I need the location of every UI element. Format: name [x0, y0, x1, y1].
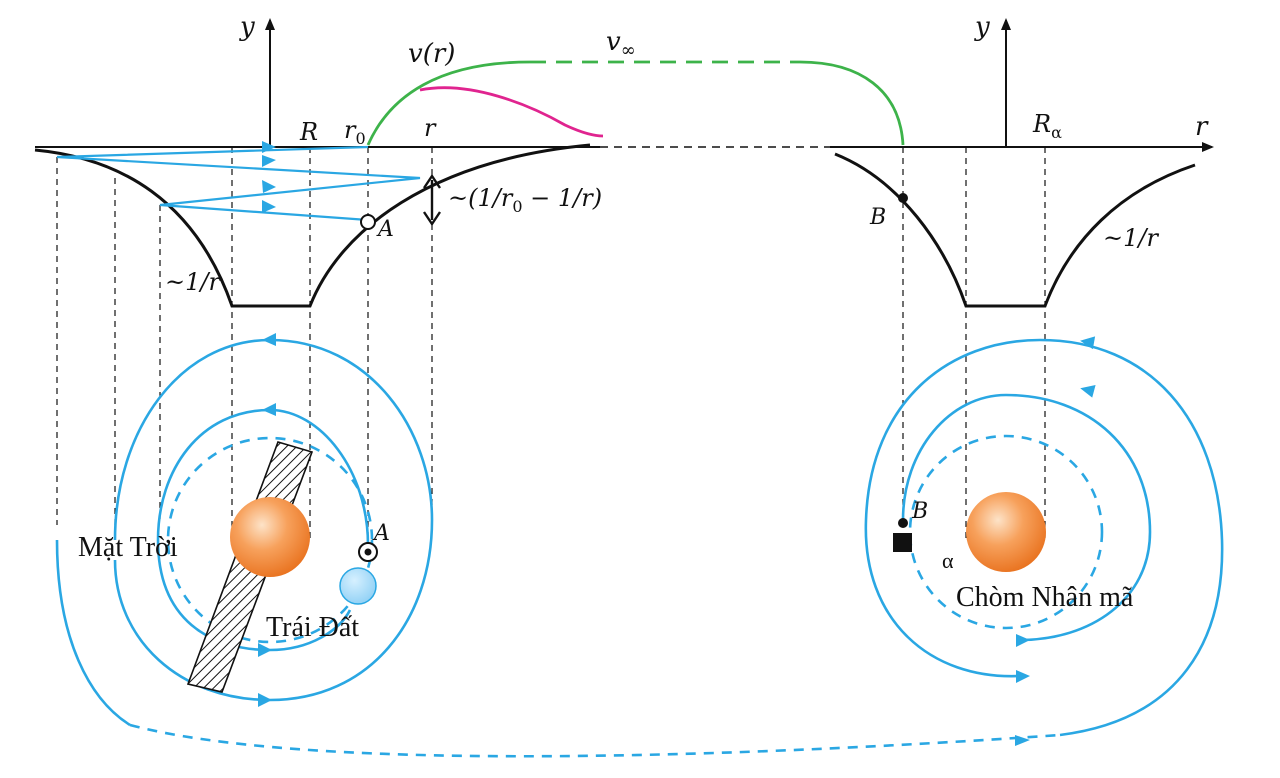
inverse-r-label-left: ~1/r — [165, 268, 221, 296]
point-B-label-top: B — [869, 205, 886, 230]
orbit-ring-2 — [156, 408, 370, 652]
star-orbits — [901, 336, 1152, 683]
point-A-label-bottom: A — [372, 521, 390, 546]
alpha-label: α — [942, 548, 954, 573]
earth-orbit-inner-dashed — [166, 436, 374, 644]
v-infinity-label: v∞ — [606, 27, 636, 61]
sun-potential-well — [34, 143, 591, 308]
labels: y y r R r0 r v(r) v∞ ~(1/r0 − 1/r) ~1/r … — [78, 12, 1209, 643]
earth-icon — [339, 567, 377, 605]
earth-label: Trái Đất — [266, 612, 359, 643]
velocity-curves — [366, 60, 905, 146]
axes — [35, 18, 1214, 152]
orbit-arrow — [258, 643, 272, 657]
sun-icon — [230, 497, 310, 577]
orbit-arrow — [1080, 385, 1096, 398]
sun-label: Mặt Trời — [78, 532, 178, 563]
orbit-arrow — [1015, 735, 1030, 746]
depth-formula-label: ~(1/r0 − 1/r) — [448, 184, 602, 216]
point-A-label-top: A — [376, 217, 394, 242]
r-mark-label: r — [424, 114, 437, 142]
star-orbit-inner-dashed — [908, 434, 1104, 630]
depth-double-arrow — [423, 173, 441, 227]
escape-rays — [56, 141, 421, 222]
orbit-ring-outer — [55, 539, 131, 727]
projection-lines — [56, 147, 1046, 540]
ray-arrow — [262, 155, 276, 167]
orbit-arrow — [258, 693, 272, 707]
observer-A-dot — [364, 548, 372, 556]
transfer-orbit-dashed — [129, 723, 1061, 758]
star-potential-well — [834, 152, 1196, 308]
observer-B-square — [893, 533, 912, 552]
r0-label: r0 — [344, 116, 366, 148]
v-r-label: v(r) — [408, 39, 455, 69]
point-B-label-bottom: B — [911, 499, 928, 524]
inverse-r-label-right: ~1/r — [1103, 224, 1159, 252]
y-axis-label-left: y — [239, 12, 255, 42]
orbit-arrow — [262, 333, 276, 346]
star-alpha-icon — [966, 492, 1046, 572]
orbit-arrow — [1080, 336, 1096, 350]
observer-B-dot — [898, 518, 908, 528]
R-alpha-label: Rα — [1032, 110, 1062, 142]
ray-path — [56, 145, 421, 222]
r-axis-label: r — [1195, 112, 1209, 142]
ray-arrow — [262, 141, 276, 153]
green-velocity-curve — [366, 60, 531, 146]
R-label: R — [299, 118, 318, 146]
green-velocity-curve-right — [799, 60, 905, 146]
ray-arrow — [262, 180, 276, 193]
point-B-marker — [898, 193, 908, 203]
point-A-marker — [360, 214, 376, 230]
orbit-arrow — [262, 403, 276, 416]
star-orbit-ring-2 — [901, 393, 1152, 642]
ray-arrow — [262, 200, 276, 213]
centaurus-label: Chòm Nhân mã — [956, 582, 1134, 613]
magenta-velocity-curve — [419, 86, 604, 138]
orbit-arrow — [1016, 634, 1030, 647]
transfer-orbit-right — [864, 338, 1224, 737]
orbit-arrow — [1016, 670, 1030, 683]
y-axis-label-right: y — [974, 12, 990, 42]
